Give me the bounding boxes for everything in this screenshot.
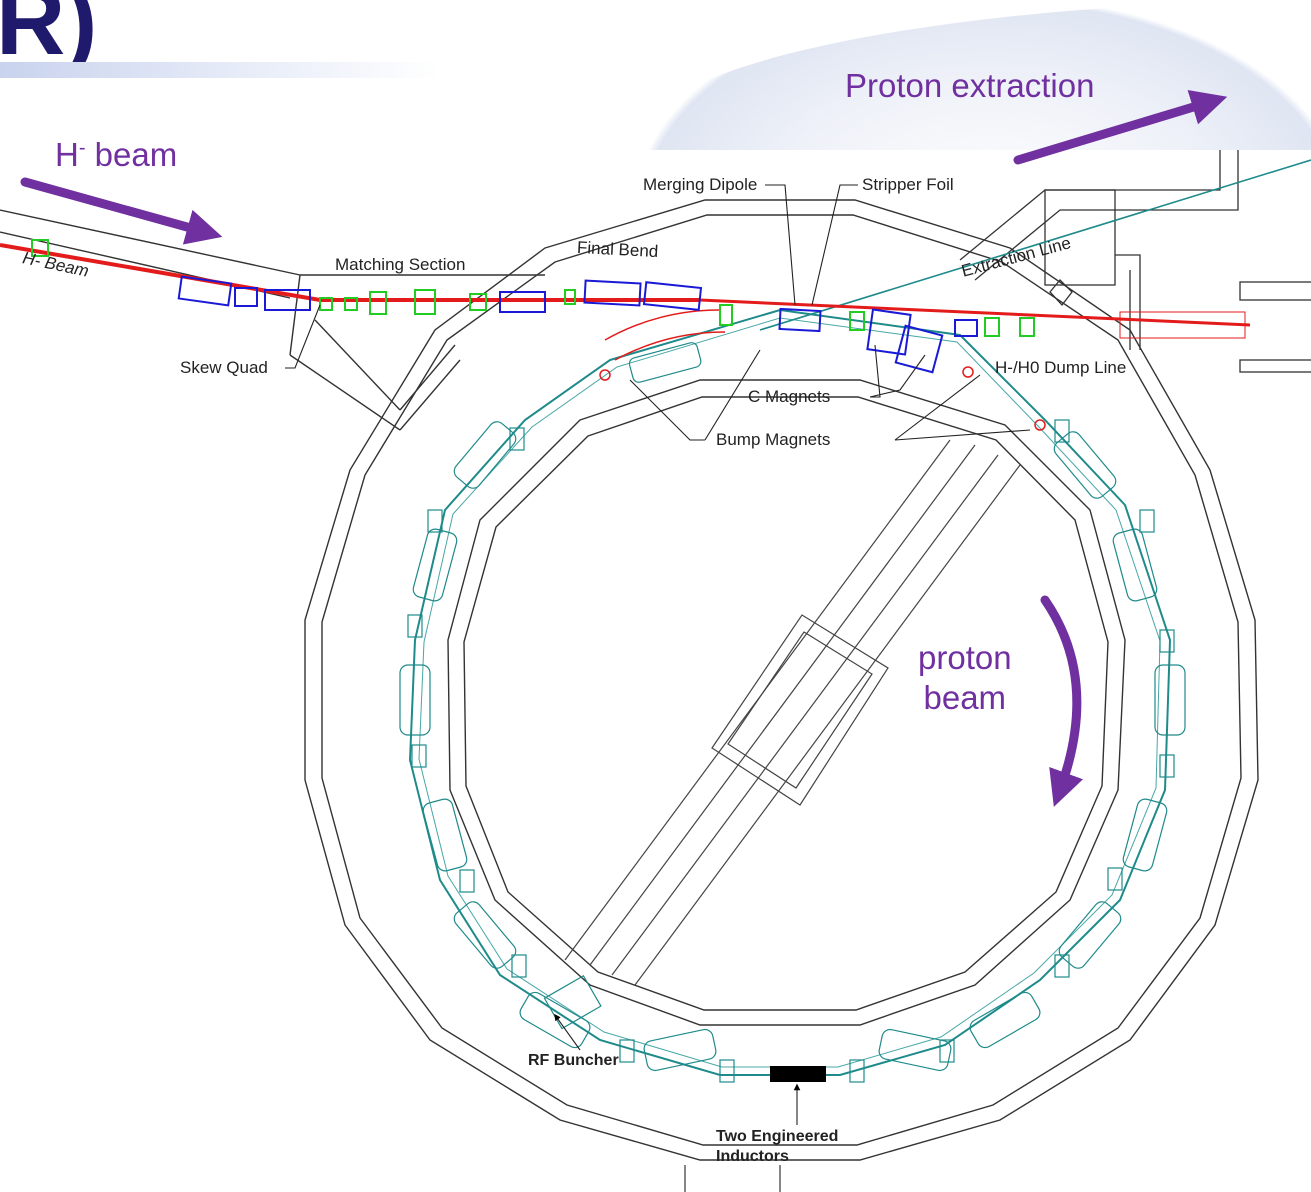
injection-quads [31, 239, 1035, 337]
slide-title-fragment: R) [0, 0, 98, 75]
h-beam-label: H- beam [55, 135, 177, 175]
extraction-beamline [759, 159, 1311, 331]
inductors-label: Two Engineered Inductors [716, 1127, 838, 1167]
proton-extraction-label: Proton extraction [845, 67, 1095, 104]
c-magnets-label: C Magnets [748, 387, 831, 406]
proton-beam-line2: beam [923, 678, 1007, 716]
matching-section-label: Matching Section [335, 255, 466, 274]
central-box [711, 614, 889, 806]
merging-dipole-label: Merging Dipole [643, 175, 758, 194]
building-walls [304, 199, 1259, 1161]
outer-wall-inner [321, 214, 1242, 1146]
injection-beamline [0, 243, 1251, 431]
dump-line-label: H-/H0 Dump Line [995, 358, 1127, 377]
rf-buncher-label: RF Buncher [528, 1052, 619, 1069]
h-beam-prefix: H [55, 136, 79, 173]
h-beam-superscript: - [78, 137, 86, 159]
injection-dipoles [177, 275, 978, 374]
central-tunnel [564, 439, 1021, 986]
inner-wall-inner [463, 396, 1109, 1011]
proton-beam-label: proton beam [918, 638, 1012, 717]
h-beam-suffix: beam [85, 136, 178, 173]
callout-arrows [20, 89, 1228, 807]
skew-quad-label: Skew Quad [180, 358, 268, 377]
title-underline-bar [0, 62, 440, 78]
h-beam-arrow [20, 177, 223, 245]
inductors-line2: Inductors [716, 1148, 789, 1165]
injection-tunnel [0, 209, 545, 431]
outer-wall [304, 199, 1259, 1161]
proton-beam-arrow [1040, 595, 1084, 807]
stripper-foil-label: Stripper Foil [862, 175, 954, 194]
leader-lines [285, 184, 1031, 1192]
bump-magnets-label: Bump Magnets [716, 430, 831, 449]
engineered-inductors-block [770, 1066, 826, 1082]
proton-extraction-arrow [1013, 89, 1228, 165]
ring-dipoles [399, 342, 1186, 1072]
final-bend-label: Final Bend [576, 237, 659, 262]
ring-beamline [408, 308, 1172, 1076]
inner-wall [447, 379, 1126, 1026]
ring-quads [407, 419, 1175, 1083]
inductors-line1: Two Engineered [716, 1128, 839, 1145]
proton-beam-line1: proton [918, 639, 1012, 676]
